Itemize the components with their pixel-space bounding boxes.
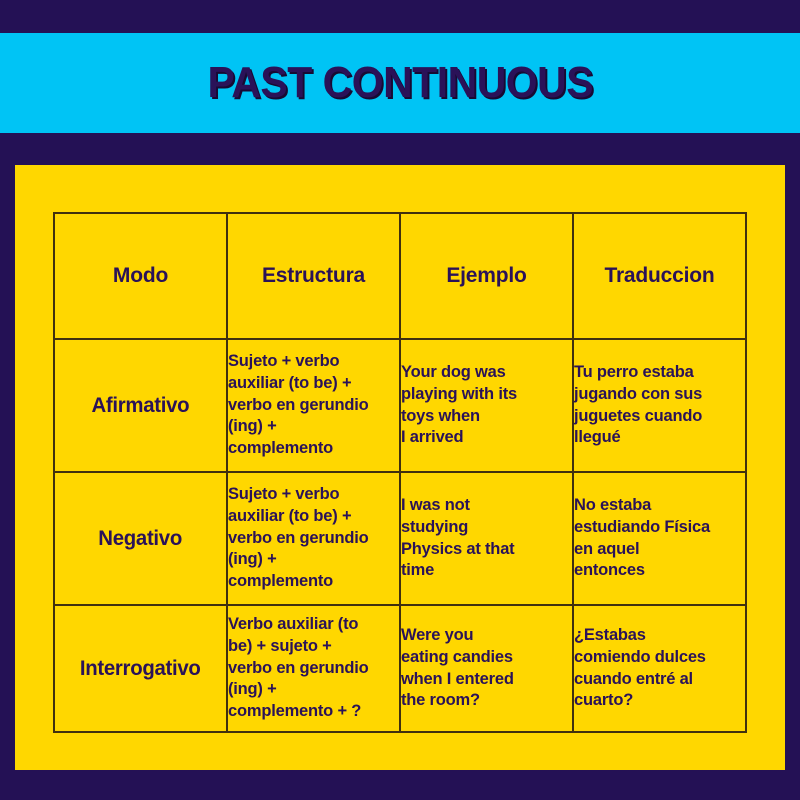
structure-text: Sujeto + verbo auxiliar (to be) + verbo … [228,352,369,458]
structure-text: Sujeto + verbo auxiliar (to be) + verbo … [228,485,369,591]
cell-ejemplo: I was not studying Physics at that time [399,471,574,606]
mode-label: Afirmativo [91,393,190,417]
cell-modo: Negativo [53,471,228,606]
title-banner: PAST CONTINUOUS [0,33,800,133]
cell-modo: Interrogativo [53,604,228,733]
page-title: PAST CONTINUOUS [207,58,593,107]
column-header-label: Traduccion [604,264,715,287]
column-header-estructura: Estructura [226,212,401,340]
translation-text: Tu perro estaba jugando con sus juguetes… [574,362,703,447]
table-row: Negativo Sujeto + verbo auxiliar (to be)… [53,471,747,606]
mode-label: Interrogativo [80,656,201,680]
column-header-modo: Modo [53,212,228,340]
content-panel: Modo Estructura Ejemplo Traduccion Afirm… [15,165,785,770]
cell-estructura: Sujeto + verbo auxiliar (to be) + verbo … [226,471,401,606]
column-header-label: Estructura [261,264,366,287]
translation-text: No estaba estudiando Física en aquel ent… [574,495,710,580]
cell-ejemplo: Your dog was playing with its toys when … [399,338,574,473]
cell-modo: Afirmativo [53,338,228,473]
table-row: Interrogativo Verbo auxiliar (to be) + s… [53,604,747,733]
column-header-label: Modo [112,264,169,287]
table-header-row: Modo Estructura Ejemplo Traduccion [53,212,747,340]
structure-text: Verbo auxiliar (to be) + sujeto + verbo … [228,615,369,721]
cell-estructura: Sujeto + verbo auxiliar (to be) + verbo … [226,338,401,473]
example-text: Your dog was playing with its toys when … [401,362,517,447]
cell-estructura: Verbo auxiliar (to be) + sujeto + verbo … [226,604,401,733]
cell-ejemplo: Were you eating candies when I entered t… [399,604,574,733]
translation-text: ¿Estabas comiendo dulces cuando entré al… [574,625,706,710]
column-header-label: Ejemplo [446,264,527,287]
cell-traduccion: Tu perro estaba jugando con sus juguetes… [572,338,747,473]
example-text: I was not studying Physics at that time [401,495,515,580]
column-header-ejemplo: Ejemplo [399,212,574,340]
past-continuous-table: Modo Estructura Ejemplo Traduccion Afirm… [53,212,747,733]
cell-traduccion: ¿Estabas comiendo dulces cuando entré al… [572,604,747,733]
mode-label: Negativo [98,526,183,550]
cell-traduccion: No estaba estudiando Física en aquel ent… [572,471,747,606]
column-header-traduccion: Traduccion [572,212,747,340]
example-text: Were you eating candies when I entered t… [401,625,514,710]
table-row: Afirmativo Sujeto + verbo auxiliar (to b… [53,338,747,473]
